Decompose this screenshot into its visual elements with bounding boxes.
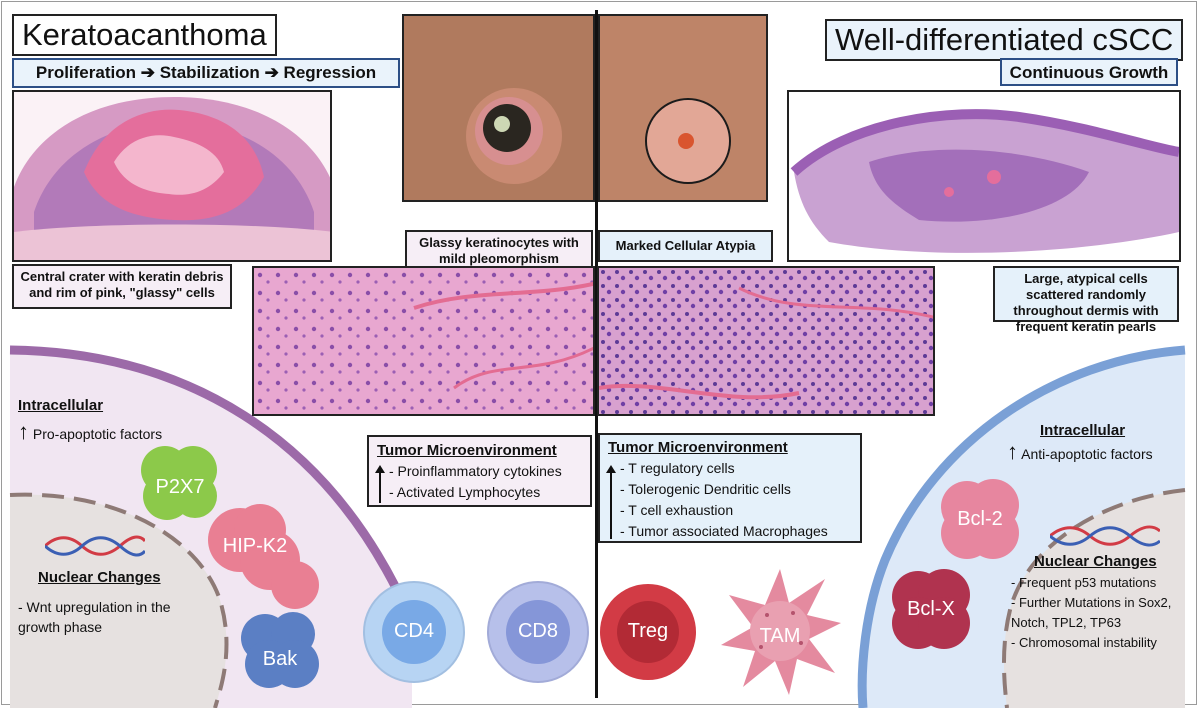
increase-arrow-icon [373,463,387,503]
ka-micrograph [252,266,595,416]
cd8-label: CD8 [517,620,558,642]
cscc-phase: Continuous Growth [1000,58,1178,86]
bclx-protein-graphic [892,569,970,649]
right-nucleus [1003,490,1185,708]
cscc-nuclear-item: - Further Mutations in Sox2, Notch, TPL2… [1011,595,1172,630]
cscc-micro-caption: Marked Cellular Atypia [598,230,773,262]
cscc-tme-box: Tumor Microenvironment - T regulatory ce… [598,433,862,543]
increase-arrow-icon [604,463,618,539]
phase-stabilization: Stabilization [159,63,260,82]
up-arrow-icon: ↑ [18,419,29,444]
hipk2-protein-graphic [208,504,319,609]
cscc-tme-item: - T cell exhaustion [620,502,734,518]
dna-icon [45,535,145,557]
phase-arrow-icon: ➔ [264,63,279,82]
cscc-histology-image [787,90,1181,262]
phase-regression: Regression [283,63,377,82]
ka-intracellular-title: Intracellular [18,397,104,414]
ka-tme-box: Tumor Microenvironment - Proinflammatory… [367,435,592,507]
treg-cell-graphic [600,584,696,680]
ka-tme-title: Tumor Microenvironment [377,442,557,459]
cd8-cell-graphic [487,581,589,683]
left-nuclear-envelope [9,492,229,708]
tam-label: TAM [759,625,801,647]
cscc-intracellular-line: ↑ Anti-apoptotic factors [1007,441,1153,464]
ka-histology-caption: Central crater with keratin debris and r… [12,264,232,309]
ka-tme-item: - Proinflammatory cytokines [389,463,562,479]
cscc-histology-caption: Large, atypical cells scattered randomly… [993,266,1179,334]
left-cell-membrane [9,345,417,624]
cscc-nuclear-item: - Chromosomal instability [1011,635,1157,650]
right-cell-membrane [857,345,1186,708]
cscc-title: Well-differentiated cSCC [825,19,1184,61]
center-divider [595,10,598,698]
ka-intracellular-text: Pro-apoptotic factors [32,426,163,442]
cscc-clinical-photo [598,14,768,202]
keratoacanthoma-title: Keratoacanthoma [12,14,277,56]
cscc-nuclear-list: - Frequent p53 mutations - Further Mutat… [1011,573,1191,653]
cd4-label: CD4 [393,620,434,642]
ka-phase-bar: Proliferation ➔ Stabilization ➔ Regressi… [12,58,400,88]
phase-arrow-icon: ➔ [140,63,155,82]
cscc-tme-item: - Tumor associated Macrophages [620,523,828,539]
ka-nuclear-item: - Wnt upregulation in the growth phase [18,599,171,635]
bak-protein-graphic [241,612,319,688]
treg-label: Treg [627,620,669,642]
cscc-tme-title: Tumor Microenvironment [608,439,788,456]
bcl2-protein-graphic [941,479,1019,559]
p2x7-protein-graphic [141,446,217,520]
ka-intracellular-line: ↑ Pro-apoptotic factors [18,421,162,444]
bclx-label: Bcl-X [907,598,955,620]
cscc-intracellular-text: Anti-apoptotic factors [1021,446,1153,462]
ka-micro-caption: Glassy keratinocytes with mild pleomorph… [405,230,593,268]
cscc-tme-item: - T regulatory cells [620,460,735,476]
cscc-nuclear-item: - Frequent p53 mutations [1011,575,1157,590]
ka-clinical-photo [402,14,595,202]
dna-icon [1050,525,1160,547]
cscc-tme-item: - Tolerogenic Dendritic cells [620,481,791,497]
left-nucleus [10,494,227,708]
ka-histology-image [12,90,332,262]
ka-tme-item: - Activated Lymphocytes [389,484,541,500]
bcl2-label: Bcl-2 [957,508,1003,530]
phase-proliferation: Proliferation [35,63,136,82]
cscc-micrograph [597,266,935,416]
right-nuclear-envelope [1002,488,1186,708]
up-arrow-icon: ↑ [1007,439,1018,464]
ka-nuclear-title: Nuclear Changes [38,569,161,586]
cscc-intracellular-title: Intracellular [1040,422,1126,439]
cd4-cell-graphic [363,581,465,683]
tam-cell-graphic [721,569,841,695]
p2x7-label: P2X7 [155,476,205,498]
cscc-nuclear-title: Nuclear Changes [1034,553,1157,570]
bak-label: Bak [262,648,298,670]
hipk2-label: HIP-K2 [222,535,288,557]
